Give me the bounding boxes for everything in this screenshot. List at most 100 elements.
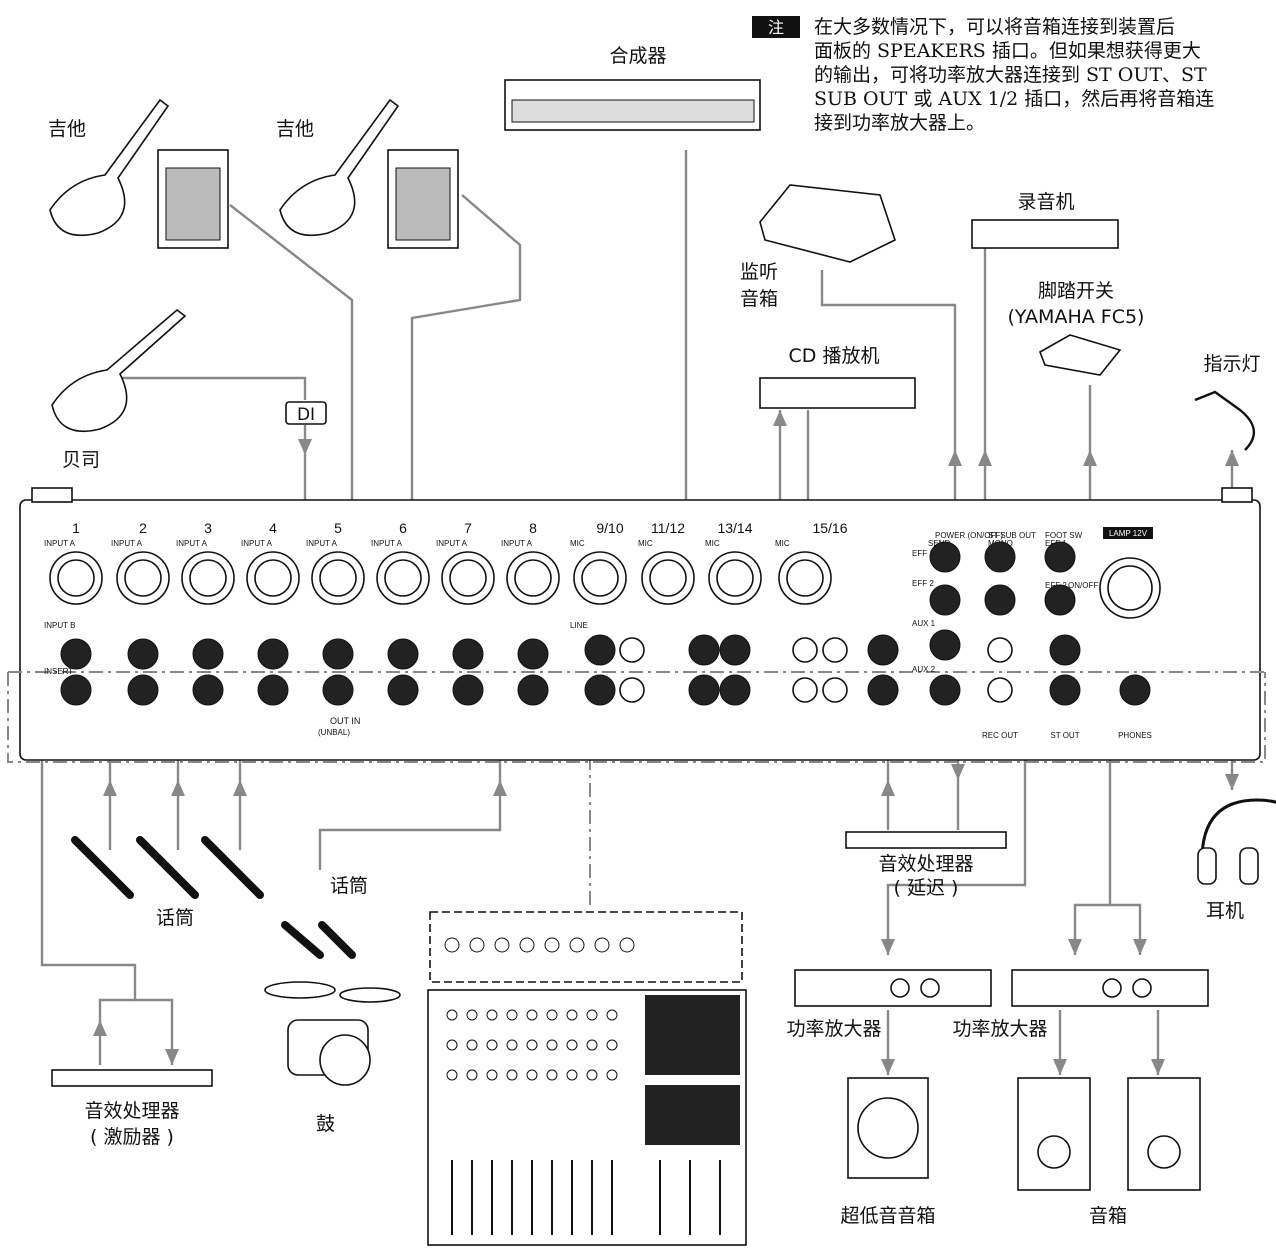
rear-panel: OUT IN (UNBAL) 1 2 3 4 5 6 7 8 9/10 11/1… <box>8 488 1265 762</box>
drum-mics-label: 话筒 <box>330 875 368 897</box>
svg-text:MIC: MIC <box>570 539 585 548</box>
fx-delay-label-1: 音效处理器 <box>878 853 973 875</box>
note-line-1: 在大多数情况下，可以将音箱连接到装置后 <box>814 16 1175 38</box>
monitor-setup: 监听 音箱 <box>740 185 895 310</box>
svg-text:INPUT A: INPUT A <box>501 539 533 548</box>
drums-label: 鼓 <box>316 1113 335 1135</box>
footswitch-icon <box>1040 335 1120 375</box>
guitar-left-label: 吉他 <box>48 118 86 140</box>
phones-label: PHONES <box>1118 731 1152 740</box>
svg-text:LINE: LINE <box>570 621 588 630</box>
recorder-setup: 录音机 <box>972 191 1118 248</box>
mics-group: 话筒 <box>75 840 260 929</box>
drums-setup: 话筒 鼓 <box>265 875 400 1135</box>
fx-exciter-label-2: ( 激励器 ) <box>90 1126 174 1148</box>
di-label: DI <box>297 405 315 425</box>
amp-left-label: 功率放大器 <box>786 1018 881 1040</box>
cable-st-out-r <box>1110 905 1140 955</box>
ch-13-14-label: 13/14 <box>717 520 752 536</box>
ch-7-label: 7 <box>464 520 472 536</box>
bass-icon <box>52 310 185 431</box>
note-line-5: 接到功率放大器上。 <box>814 112 985 134</box>
note-tag: 注 <box>768 18 784 37</box>
svg-text:AUX 2: AUX 2 <box>912 665 936 674</box>
cd-player-label: CD 播放机 <box>789 345 880 367</box>
lamp-label: LAMP 12V <box>1109 529 1148 538</box>
svg-text:MIC: MIC <box>775 539 790 548</box>
mixer-overview <box>428 912 746 1245</box>
monitor-label-1: 监听 <box>740 261 778 283</box>
bass-setup: 贝司 DI <box>52 310 326 471</box>
footswitch-setup: 脚踏开关 (YAMAHA FC5) <box>1008 280 1145 375</box>
lamp-icon <box>1195 392 1254 450</box>
subwoofer-label: 超低音音箱 <box>840 1205 935 1227</box>
monitor-label-2: 音箱 <box>740 288 778 310</box>
ch-2-label: 2 <box>139 520 147 536</box>
guitar-left-setup: 吉他 <box>48 100 228 248</box>
speaker-right-icon <box>1128 1078 1200 1190</box>
ch-4-label: 4 <box>269 520 277 536</box>
fx-exciter-icon <box>52 1070 212 1086</box>
footswitch-label-1: 脚踏开关 <box>1038 280 1114 302</box>
note-box: 注 在大多数情况下，可以将音箱连接到装置后 面板的 SPEAKERS 插口。但如… <box>752 16 1214 134</box>
st-out-label: ST OUT <box>1050 731 1079 740</box>
rec-out-label: REC OUT <box>982 731 1018 740</box>
panel-handle-right <box>1222 488 1252 502</box>
subwoofer-setup: 超低音音箱 <box>840 1078 935 1227</box>
guitar-right-label: 吉他 <box>276 118 314 140</box>
fx-delay-label-2: ( 延迟 ) <box>894 877 959 899</box>
svg-text:INPUT A: INPUT A <box>436 539 468 548</box>
ch-9-10-label: 9/10 <box>596 520 623 536</box>
headphones-label: 耳机 <box>1206 900 1244 922</box>
monitor-icon <box>760 185 895 262</box>
footswitch-label-2: (YAMAHA FC5) <box>1008 306 1145 328</box>
ch-6-label: 6 <box>399 520 407 536</box>
ch-15-16-label: 15/16 <box>812 520 847 536</box>
ch-8-label: 8 <box>529 520 537 536</box>
svg-text:ON/OFF: ON/OFF <box>1068 581 1098 590</box>
speaker-left-icon <box>1018 1078 1090 1190</box>
svg-text:MIC: MIC <box>638 539 653 548</box>
svg-text:INPUT A: INPUT A <box>371 539 403 548</box>
guitar-right-setup: 吉他 <box>276 100 458 248</box>
fx-delay-icon <box>846 832 1006 848</box>
speakers-label: 音箱 <box>1089 1205 1127 1227</box>
ch-11-12-label: 11/12 <box>651 520 685 536</box>
ch-3-label: 3 <box>204 520 212 536</box>
svg-text:INSERT: INSERT <box>44 667 73 676</box>
unbal-label: (UNBAL) <box>318 728 350 737</box>
fx-exciter-setup: 音效处理器 ( 激励器 ) <box>52 1070 212 1148</box>
svg-text:INPUT A: INPUT A <box>111 539 143 548</box>
out-in-label: OUT IN <box>330 716 360 726</box>
note-line-4: SUB OUT 或 AUX 1/2 插口，然后再将音箱连 <box>814 88 1214 110</box>
svg-text:INPUT A: INPUT A <box>176 539 208 548</box>
cd-player-setup: CD 播放机 <box>760 345 915 408</box>
synth-setup: 合成器 <box>505 45 760 130</box>
lamp-setup: 指示灯 <box>1195 353 1261 450</box>
bass-label: 贝司 <box>62 449 100 471</box>
lamp-device-label: 指示灯 <box>1203 353 1260 375</box>
synth-label: 合成器 <box>609 45 666 67</box>
svg-text:AUX 1: AUX 1 <box>912 619 936 628</box>
svg-text:INPUT A: INPUT A <box>241 539 273 548</box>
svg-text:INPUT A: INPUT A <box>306 539 338 548</box>
fx-exciter-label-1: 音效处理器 <box>84 1100 179 1122</box>
recorder-icon <box>972 220 1118 248</box>
note-line-2: 面板的 SPEAKERS 插口。但如果想获得更大 <box>814 40 1201 62</box>
svg-text:EFF 2: EFF 2 <box>912 579 934 588</box>
ch-1-label: 1 <box>72 520 80 536</box>
cable-bass <box>110 378 305 400</box>
mics-label: 话筒 <box>156 907 194 929</box>
fx-delay-setup: 音效处理器 ( 延迟 ) <box>846 832 1006 899</box>
speakers-setup: 音箱 <box>1018 1078 1200 1227</box>
svg-text:MIC: MIC <box>705 539 720 548</box>
cd-player-icon <box>760 378 915 408</box>
cable-insert-return <box>135 1000 172 1065</box>
headphones-setup: 耳机 <box>1198 800 1276 922</box>
panel-handle-left <box>32 488 72 502</box>
amp-right-label: 功率放大器 <box>952 1018 1047 1040</box>
ch-5-label: 5 <box>334 520 342 536</box>
svg-text:INPUT B: INPUT B <box>44 621 75 630</box>
recorder-label: 录音机 <box>1017 191 1074 213</box>
